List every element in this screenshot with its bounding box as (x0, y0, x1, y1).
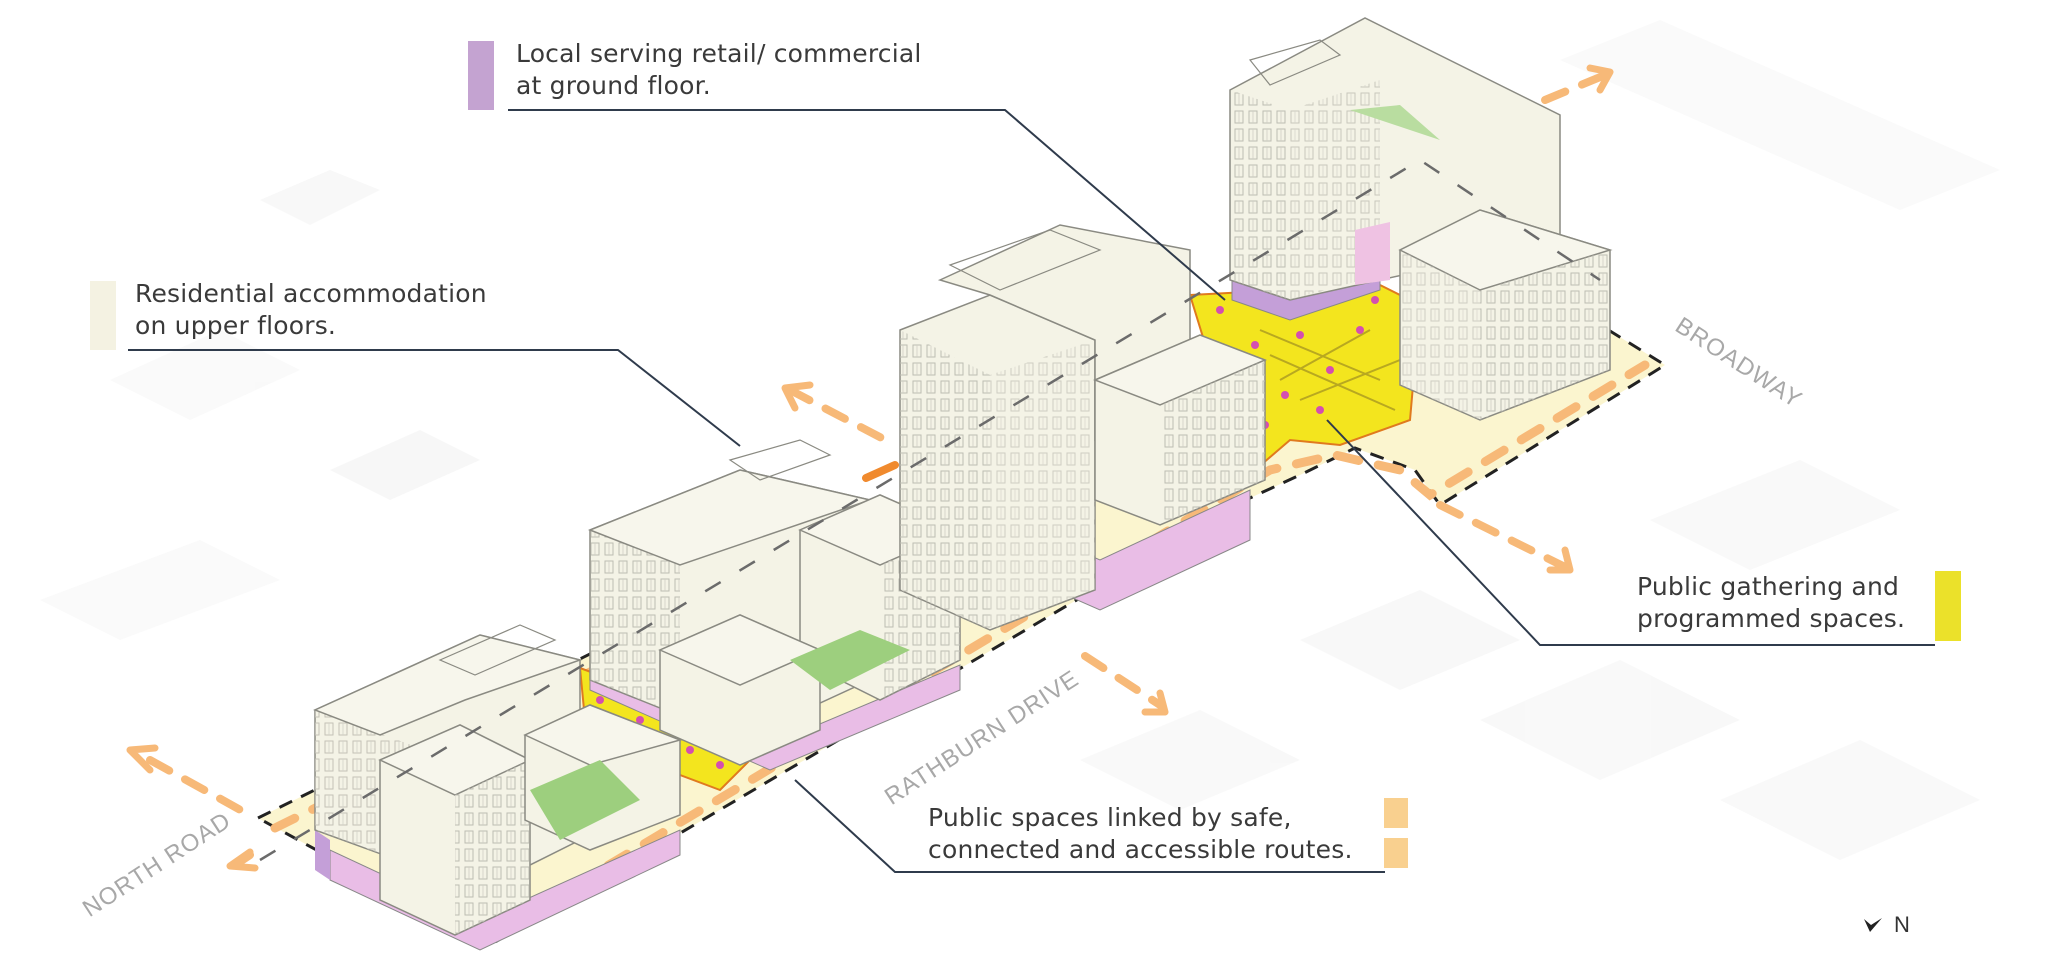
context-buildings (40, 20, 2000, 860)
callout-retail: Local serving retail/ commercial at grou… (516, 38, 922, 102)
callout-public-routes-line1: Public spaces linked by safe, (928, 803, 1292, 832)
compass-label: N (1894, 912, 1910, 937)
public-gathering-swatch (1935, 571, 1961, 641)
north-arrow-icon (1864, 918, 1882, 932)
callout-retail-line1: Local serving retail/ commercial (516, 39, 922, 68)
axis-line (259, 158, 1601, 862)
building-block-d (1229, 17, 1613, 421)
callout-residential-line2: on upper floors. (135, 311, 337, 340)
callout-public-routes: Public spaces linked by safe, connected … (928, 802, 1353, 866)
callout-public-gathering-line2: programmed spaces. (1637, 604, 1906, 633)
public-routes-swatch-bottom (1384, 838, 1408, 868)
route-accent (862, 461, 899, 482)
callout-public-gathering: Public gathering and programmed spaces. (1637, 571, 1905, 635)
public-routes-swatch-top (1384, 798, 1408, 828)
building-block-c (899, 224, 1267, 631)
callout-residential-line1: Residential accommodation (135, 279, 487, 308)
callout-retail-line2: at ground floor. (516, 71, 711, 100)
callout-public-routes-line2: connected and accessible routes. (928, 835, 1353, 864)
leader-lines (128, 109, 1935, 873)
callout-residential: Residential accommodation on upper floor… (135, 278, 487, 342)
route-arrows (126, 64, 1614, 872)
north-compass: N (1862, 912, 1910, 938)
callout-public-gathering-line1: Public gathering and (1637, 572, 1900, 601)
building-block-a (313, 624, 683, 951)
residential-swatch (90, 281, 116, 350)
retail-swatch (468, 41, 494, 110)
